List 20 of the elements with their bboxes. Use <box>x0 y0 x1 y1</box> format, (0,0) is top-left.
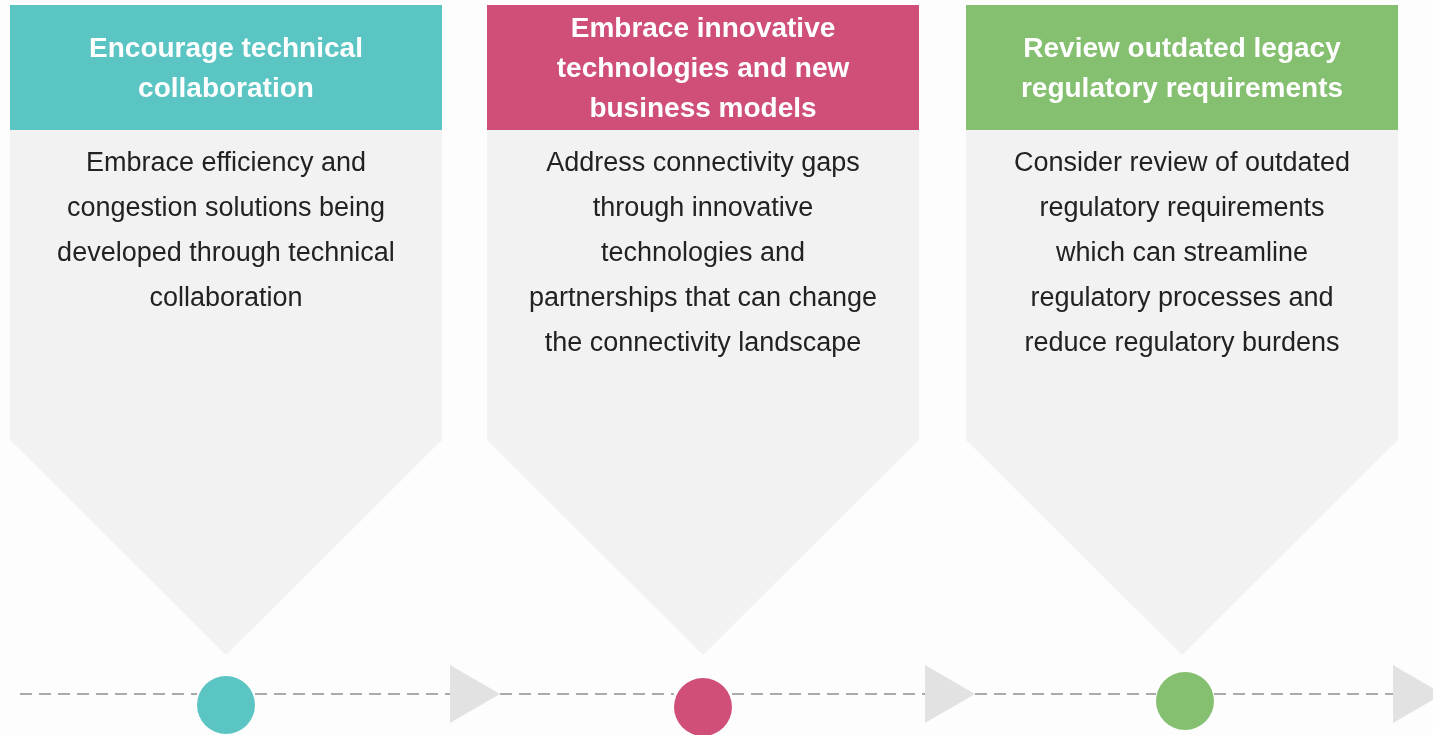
timeline-dot <box>197 676 255 734</box>
description-text: Consider review of outdated regulatory requirements which can streamline regulatory processes and reduce regulatory burdens <box>1012 146 1352 359</box>
chevron-triangle <box>1393 665 1433 723</box>
heading-banner: Encourage technical collaboration <box>10 5 442 130</box>
description-text: Embrace efficiency and congestion solutions being developed through technical collaboration <box>56 146 396 314</box>
pentagon-card <box>487 5 919 655</box>
heading-banner: Review outdated legacy regulatory requirements <box>966 5 1398 130</box>
chevron-triangle <box>925 665 975 723</box>
pentagon-card <box>10 5 442 655</box>
dashed-line <box>254 693 451 695</box>
dashed-line <box>1213 693 1394 695</box>
description-text: Address connectivity gaps through innovative technologies and partnerships that can change the connectivity landscape <box>528 146 878 359</box>
dashed-line <box>731 693 926 695</box>
dashed-line <box>499 693 675 695</box>
dashed-line <box>974 693 1157 695</box>
pentagon-card <box>966 5 1398 655</box>
timeline-dot <box>1156 672 1214 730</box>
chevron-triangle <box>450 665 500 723</box>
heading-banner: Embrace innovative technologies and new business models <box>487 5 919 130</box>
dashed-line <box>19 693 198 695</box>
